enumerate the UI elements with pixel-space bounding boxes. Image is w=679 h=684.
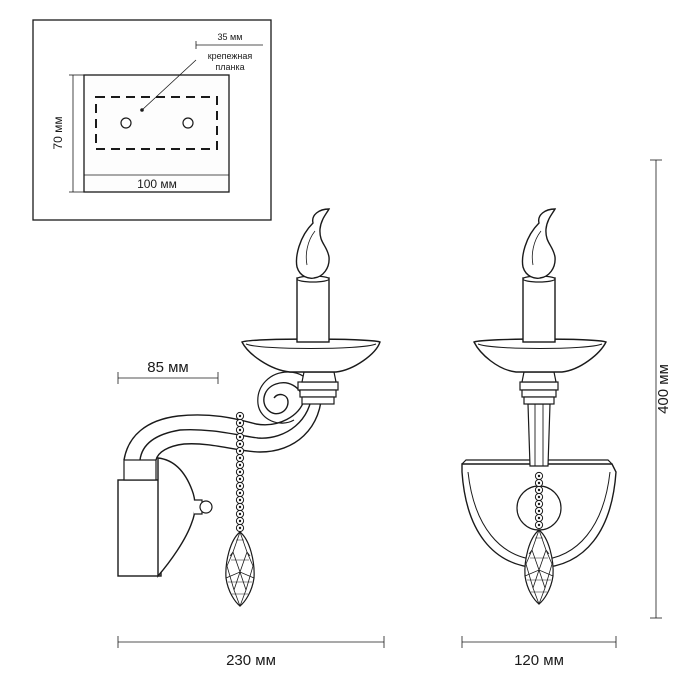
inset-top-dimension: 35 мм: [218, 32, 243, 42]
depth-label: 230 мм: [226, 652, 276, 669]
mounting-plate-inset: 35 мм крепежная планка 70 мм 100 мм: [32, 19, 272, 221]
side-view: [117, 208, 381, 578]
screw-hole: [120, 117, 132, 129]
width-label: 120 мм: [514, 652, 564, 669]
height-dimension: 400 мм: [650, 159, 672, 619]
projection-dimension: 85 мм: [117, 359, 219, 384]
inset-width-dimension: 100 мм: [137, 177, 177, 191]
inset-height-dimension: 70 мм: [51, 116, 65, 149]
height-label: 400 мм: [655, 364, 672, 414]
screw-hole: [182, 117, 194, 129]
inset-note-line1: крепежная: [208, 51, 253, 61]
inset-note-line2: планка: [215, 62, 244, 72]
side-view-chain: [225, 411, 255, 607]
width-dimension: 120 мм: [461, 636, 617, 669]
canopy-rectangle: [83, 74, 230, 193]
projection-label: 85 мм: [147, 359, 188, 376]
depth-dimension: 230 мм: [117, 636, 385, 669]
